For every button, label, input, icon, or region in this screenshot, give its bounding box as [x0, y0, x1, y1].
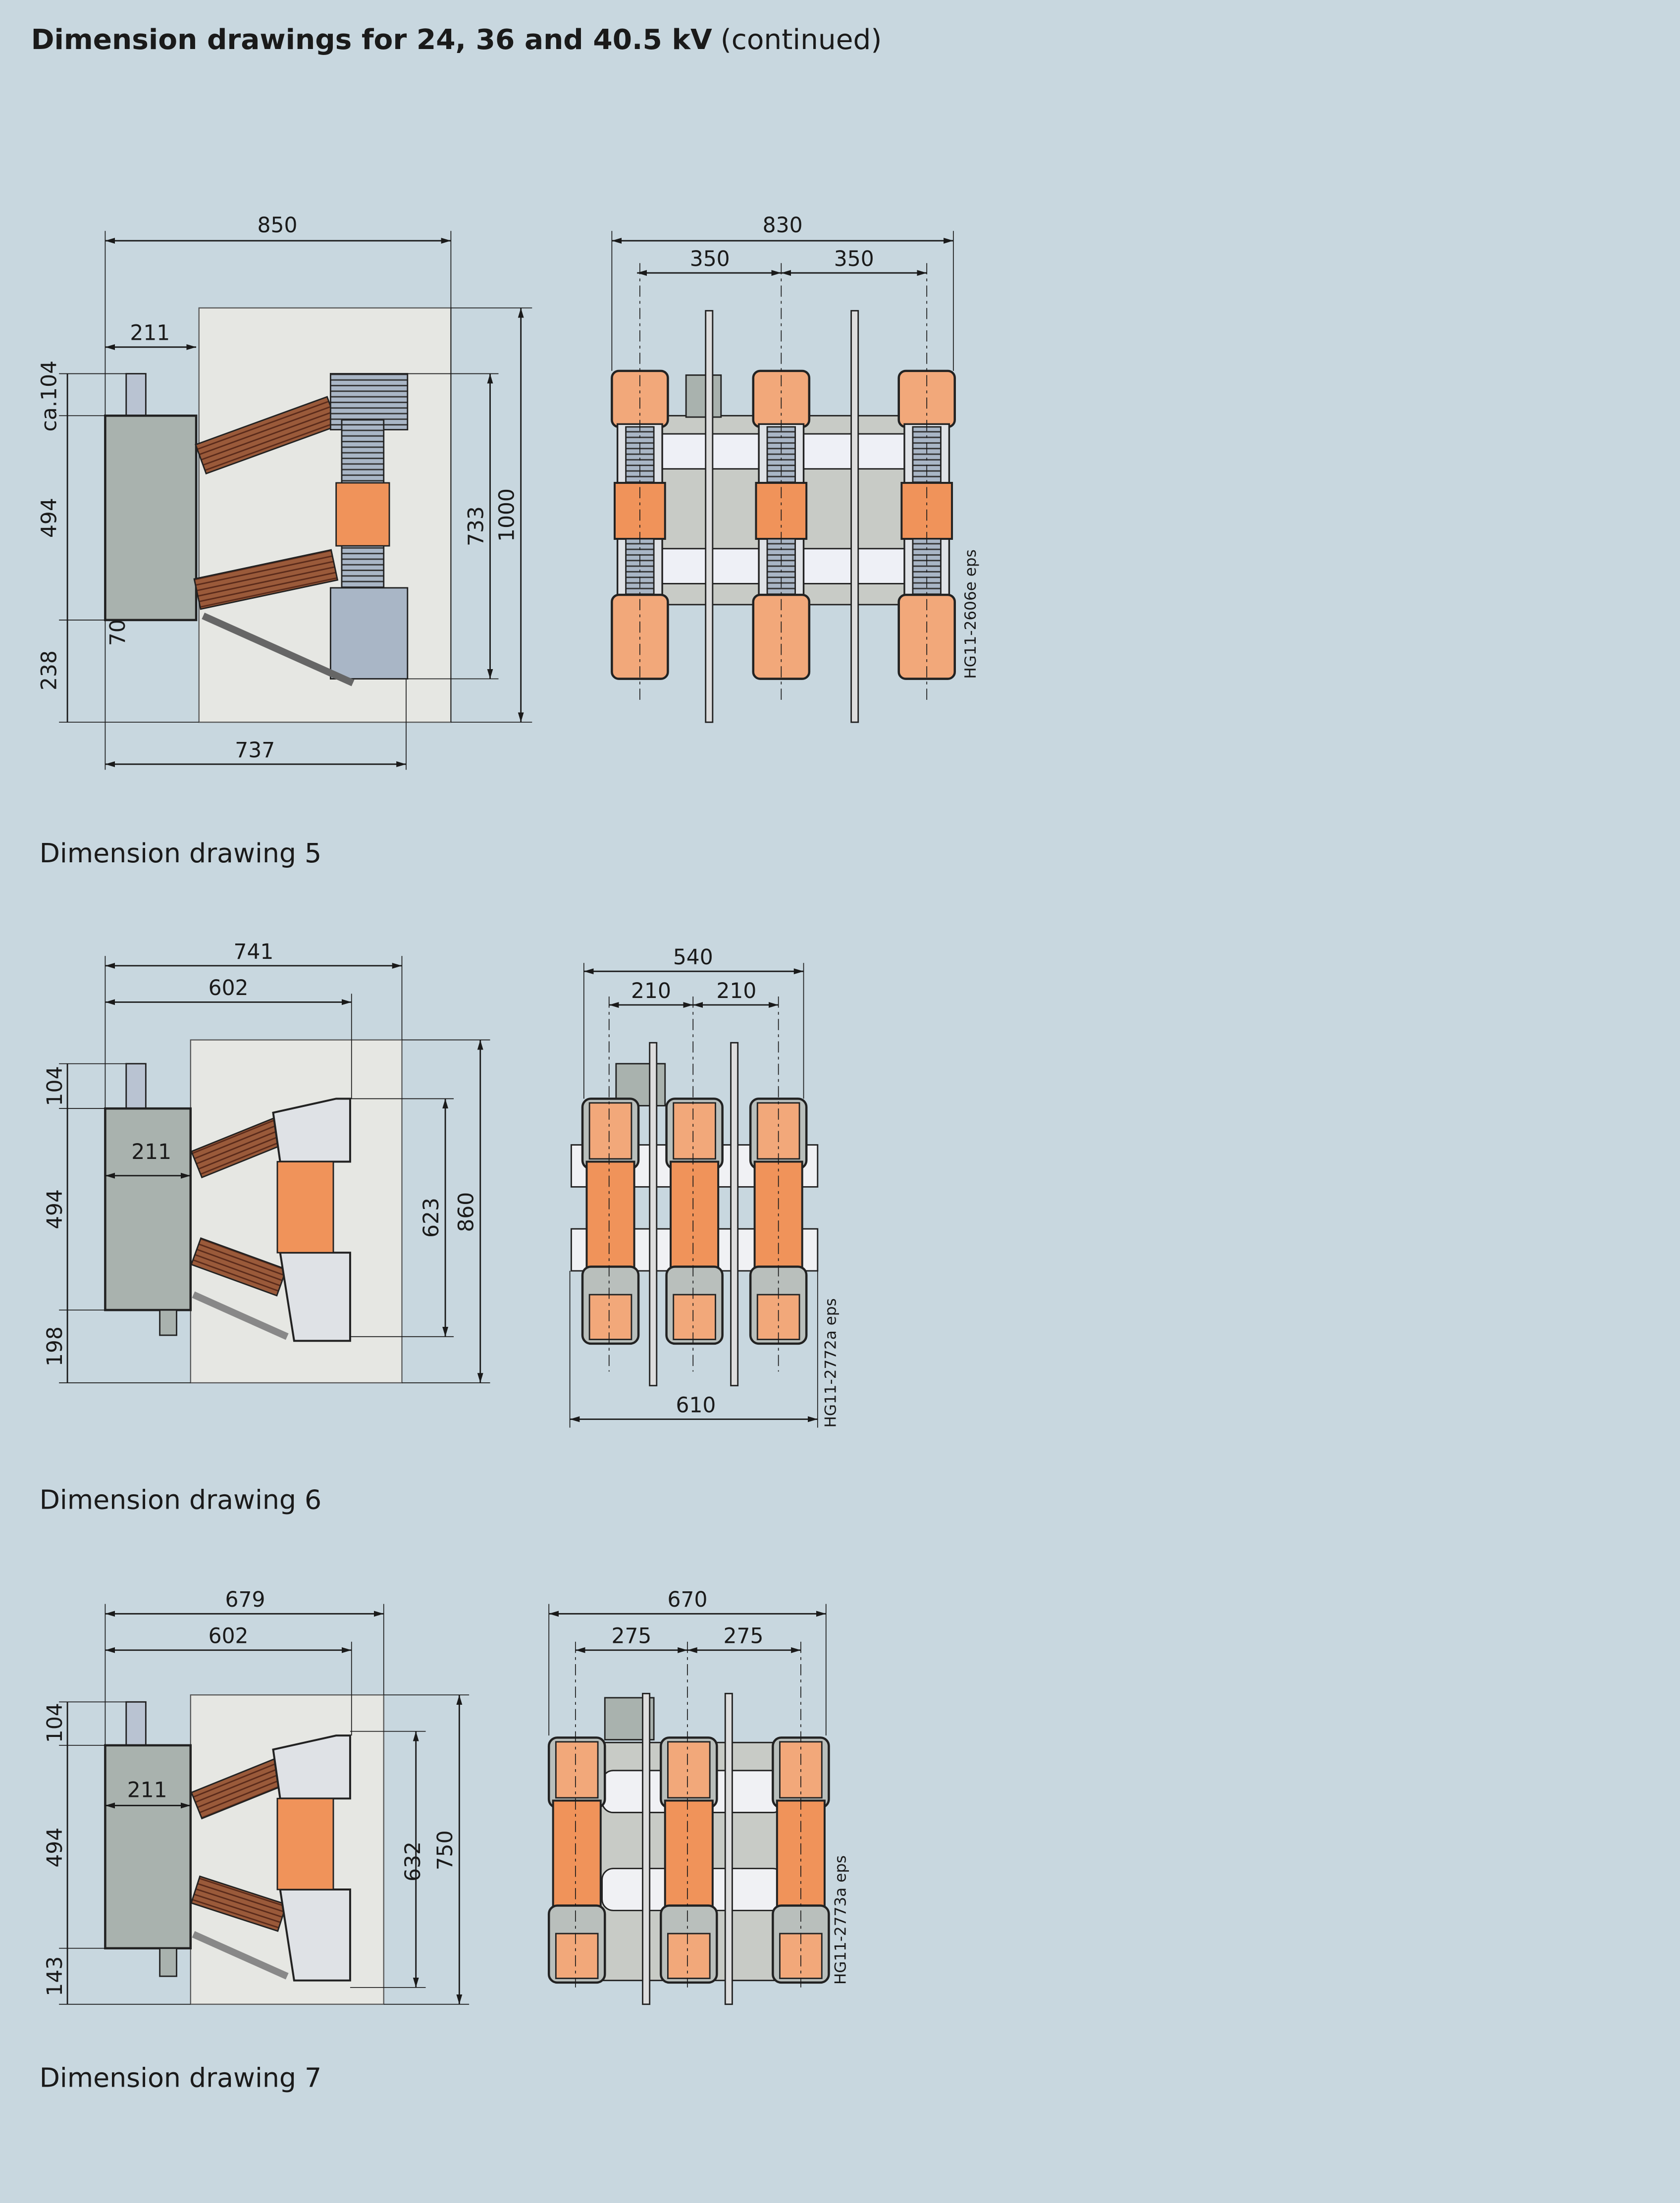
dim-pole-height: 632: [401, 1841, 425, 1882]
side-view: [104, 1039, 403, 1384]
dim-pole-spacing-1: 350: [690, 247, 730, 271]
dim-width-inner: 602: [209, 976, 249, 1000]
dim-pole-spacing-1: 275: [611, 1624, 651, 1648]
dim-front-width: 540: [673, 945, 713, 969]
dim-pole-spacing-2: 210: [716, 979, 756, 1003]
side-dimensions: 741 602 211 104 494 198 623 860: [43, 940, 490, 1383]
dim-top-offset: ca.104: [37, 361, 61, 432]
dim-panel-height: 860: [454, 1192, 478, 1232]
title-bold: Dimension drawings for 24, 36 and 40.5 k…: [31, 24, 712, 56]
dim-pole-height: 733: [464, 506, 488, 546]
dim-bottom-offset: 238: [37, 650, 61, 690]
page-title: Dimension drawings for 24, 36 and 40.5 k…: [31, 24, 882, 56]
dim-width-total: 741: [233, 940, 273, 964]
dimension-drawing-7: 679 602 211 104 494 143 632 750: [40, 1587, 850, 2093]
dim-bottom-offset: 198: [43, 1326, 67, 1366]
front-dimensions: 830 350 350 HG11-2606e eps: [611, 213, 980, 700]
caption: Dimension drawing 5: [40, 838, 322, 869]
dim-pole-height: 623: [419, 1198, 443, 1238]
front-view: [612, 310, 954, 723]
dim-width-total: 850: [258, 213, 298, 237]
dim-front-width: 670: [668, 1587, 708, 1612]
dim-housing-height: 494: [37, 498, 61, 538]
dim-housing-height: 494: [43, 1189, 67, 1229]
front-view: [571, 1042, 819, 1387]
dim-housing-width: 211: [127, 1778, 167, 1802]
dim-panel-height: 1000: [495, 488, 519, 542]
side-view: [104, 307, 452, 723]
dimension-drawing-6: 741 602 211 104 494 198 623 860: [40, 940, 840, 1516]
front-dimensions: 670 275 275 HG11-2773a eps: [548, 1587, 849, 1988]
dim-housing-height: 494: [43, 1828, 67, 1868]
dim-bottom-offset: 143: [43, 1956, 67, 1996]
side-view: [104, 1694, 384, 2005]
dim-width-total: 679: [225, 1587, 265, 1612]
dimension-drawing-5: 850 211 ca.104 494 70 238 737 733 1000: [37, 213, 980, 869]
front-dimensions: 540 210 210 610 HG11-2772a eps: [569, 945, 840, 1427]
side-dimensions: 850 211 ca.104 494 70 238 737 733 1000: [37, 213, 532, 770]
dim-frame-width: 610: [676, 1393, 716, 1417]
drawing-code: HG11-2772a eps: [822, 1298, 840, 1427]
dim-top-offset: 104: [43, 1703, 67, 1743]
drawing-code: HG11-2773a eps: [832, 1855, 849, 1985]
dim-pole-spacing-2: 350: [834, 247, 874, 271]
drawing-code: HG11-2606e eps: [962, 549, 980, 679]
front-view: [549, 1692, 829, 2005]
dim-panel-height: 750: [433, 1830, 457, 1870]
dim-housing-width: 211: [131, 1140, 171, 1164]
dim-width-inner: 602: [209, 1624, 249, 1648]
dim-depth: 737: [235, 738, 275, 762]
dim-drive-offset: 70: [105, 619, 130, 646]
caption: Dimension drawing 6: [40, 1484, 322, 1515]
dim-pole-spacing-1: 210: [631, 979, 671, 1003]
caption: Dimension drawing 7: [40, 2062, 322, 2093]
dim-housing-width: 211: [130, 321, 170, 345]
dim-top-offset: 104: [43, 1066, 67, 1106]
dim-pole-spacing-2: 275: [724, 1624, 764, 1648]
dim-front-width: 830: [763, 213, 803, 237]
side-dimensions: 679 602 211 104 494 143 632 750: [43, 1587, 470, 2005]
title-suffix: (continued): [721, 24, 882, 56]
